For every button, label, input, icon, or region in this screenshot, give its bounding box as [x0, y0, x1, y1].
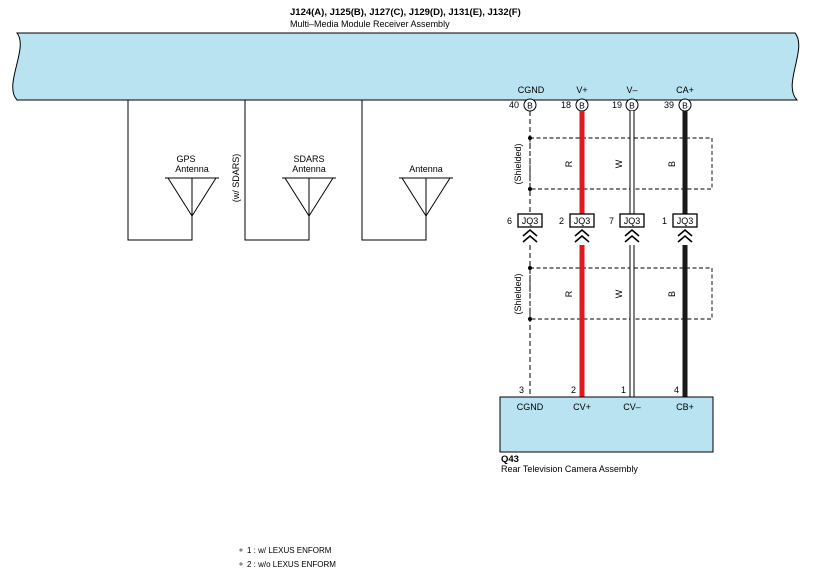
camera-pin-number-cv-plus: 2	[571, 385, 576, 395]
svg-text:V–: V–	[626, 85, 637, 95]
svg-text:6: 6	[507, 216, 512, 226]
camera-pin-name-cb-plus: CB+	[676, 402, 694, 412]
camera-code: Q43	[501, 454, 519, 465]
svg-text:W: W	[614, 159, 624, 168]
svg-text:(Shielded): (Shielded)	[513, 143, 523, 184]
camera-pin-number-cgnd: 3	[519, 385, 524, 395]
svg-text:1: 1	[662, 216, 667, 226]
svg-text:B: B	[629, 101, 635, 111]
junction-jq3-pin-7: JQ3 7	[609, 213, 645, 243]
svg-text:B: B	[667, 161, 677, 167]
svg-text:B: B	[527, 101, 533, 111]
svg-text:Antenna: Antenna	[175, 164, 209, 174]
camera-pin-number-cb-plus: 4	[674, 385, 679, 395]
sdars-antenna: (w/ SDARS) SDARS Antenna	[231, 100, 336, 241]
svg-text:W: W	[614, 289, 624, 298]
svg-text:39: 39	[664, 100, 674, 110]
camera-pin-number-cv-minus: 1	[621, 385, 626, 395]
rear-camera-block	[499, 396, 714, 453]
svg-text:Antenna: Antenna	[292, 164, 326, 174]
shield-lower: (Shielded) R W B	[513, 266, 713, 321]
svg-text:B: B	[667, 291, 677, 297]
svg-text:R: R	[564, 160, 574, 167]
junction-jq3-pin-2: JQ3 2	[559, 213, 595, 243]
svg-text:R: R	[564, 290, 574, 297]
gps-antenna: GPS Antenna	[127, 100, 219, 241]
svg-text:(w/ SDARS): (w/ SDARS)	[231, 154, 241, 203]
svg-text:CGND: CGND	[518, 85, 545, 95]
svg-text:SDARS: SDARS	[293, 154, 324, 164]
svg-text:1 : w/ LEXUS ENFORM: 1 : w/ LEXUS ENFORM	[247, 546, 332, 555]
svg-text:JQ3: JQ3	[574, 216, 591, 226]
svg-text:JQ3: JQ3	[522, 216, 539, 226]
svg-text:JQ3: JQ3	[677, 216, 694, 226]
svg-text:B: B	[682, 101, 688, 111]
shield-upper: (Shielded) R W B	[513, 136, 713, 191]
receiver-module-block	[12, 32, 800, 101]
svg-text:18: 18	[561, 100, 571, 110]
svg-text:B: B	[579, 101, 585, 111]
svg-text:40: 40	[509, 100, 519, 110]
svg-text:Antenna: Antenna	[409, 164, 443, 174]
svg-text:19: 19	[612, 100, 622, 110]
note-1: 1 : w/ LEXUS ENFORM	[239, 546, 332, 555]
camera-pin-name-cv-plus: CV+	[573, 402, 591, 412]
note-2: 2 : w/o LEXUS ENFORM	[239, 560, 336, 569]
junction-jq3-pin-6: JQ3 6	[507, 213, 543, 243]
junction-jq3-pin-1: JQ3 1	[662, 213, 698, 243]
radio-antenna: Antenna	[361, 100, 453, 241]
svg-text:GPS: GPS	[176, 154, 195, 164]
receiver-pin-cgnd: CGND 40 B	[509, 85, 545, 112]
svg-text:JQ3: JQ3	[624, 216, 641, 226]
svg-text:V+: V+	[576, 85, 587, 95]
camera-pin-name-cgnd: CGND	[517, 402, 544, 412]
svg-text:2 : w/o LEXUS ENFORM: 2 : w/o LEXUS ENFORM	[247, 560, 336, 569]
svg-text:2: 2	[559, 216, 564, 226]
receiver-pin-v-minus: V– 19 B	[612, 85, 639, 112]
camera-name: Rear Television Camera Assembly	[501, 464, 638, 474]
camera-pin-name-cv-minus: CV–	[623, 402, 641, 412]
svg-text:7: 7	[609, 216, 614, 226]
svg-text:CA+: CA+	[676, 85, 694, 95]
connector-list: J124(A), J125(B), J127(C), J129(D), J131…	[290, 7, 521, 18]
svg-text:(Shielded): (Shielded)	[513, 273, 523, 314]
receiver-assembly-name: Multi–Media Module Receiver Assembly	[290, 19, 450, 29]
